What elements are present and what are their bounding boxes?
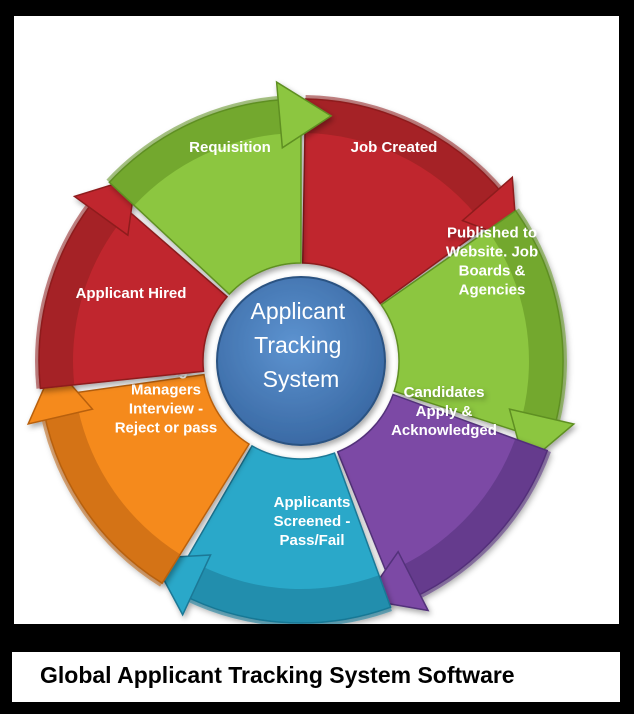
segment-label-line: Published to [447, 225, 537, 242]
center-label: Applicant Tracking System [250, 298, 351, 392]
segment-label-line: Candidates [404, 384, 485, 401]
center-node: Applicant Tracking System [216, 276, 386, 446]
segment-label-line: Website. Job [446, 244, 538, 261]
segment-label-line: Applicants [274, 494, 351, 511]
segment-label: Job Created [351, 139, 438, 156]
segment-label-line: Acknowledged [391, 422, 497, 439]
caption-bar: Global Applicant Tracking System Softwar… [12, 652, 620, 702]
arrow-band [106, 95, 286, 206]
segment-requisition: Requisition [106, 80, 333, 296]
arrowhead-icon [26, 363, 94, 426]
center-label-line: System [263, 366, 340, 392]
segment-label-line: Apply & [416, 403, 473, 420]
segment-label-line: Reject or pass [115, 420, 218, 437]
arrow-band [184, 565, 392, 624]
arrow-band [487, 208, 567, 426]
segment-label-line: Boards & [459, 263, 526, 280]
segment-label-line: Applicant Hired [76, 285, 187, 302]
arrow-band [400, 438, 551, 601]
segment-label-line: Job Created [351, 139, 438, 156]
segment-label-line: Managers [131, 382, 201, 399]
arrow-band [304, 95, 505, 215]
segment-label-line: Interview - [129, 401, 203, 418]
segment-label-line: Screened - [274, 513, 351, 530]
segment-label: Requisition [189, 139, 271, 156]
segment-label-line: Agencies [459, 282, 526, 299]
segment-label: Applicant Hired [76, 285, 187, 302]
arrowhead-icon [275, 80, 333, 150]
center-label-line: Tracking [254, 332, 341, 358]
caption-title: Global Applicant Tracking System Softwar… [40, 662, 515, 688]
center-label-line: Applicant [250, 298, 345, 324]
arrow-band [34, 200, 119, 389]
segment-label-line: Pass/Fail [279, 532, 344, 549]
arrow-band [40, 408, 181, 587]
segment-label-line: Requisition [189, 139, 271, 156]
center-circle [216, 276, 386, 446]
